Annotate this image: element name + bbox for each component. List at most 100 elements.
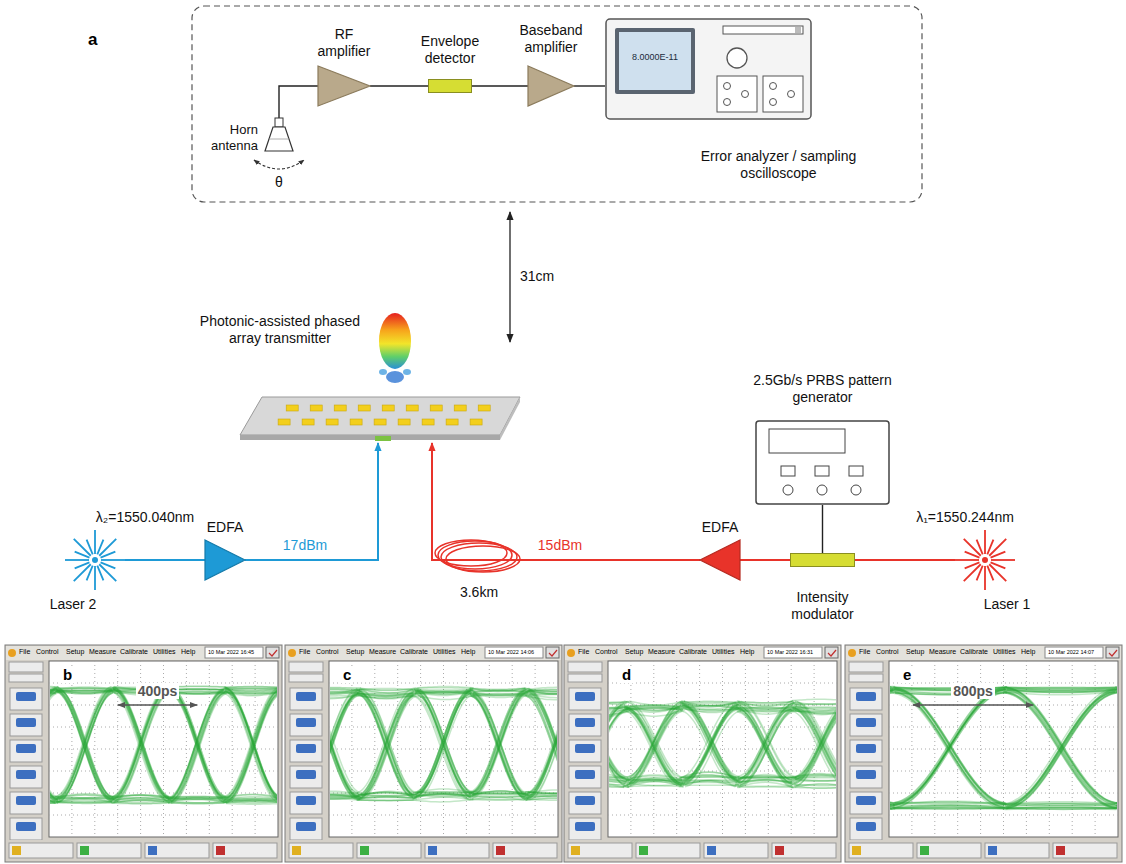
fiber-link bbox=[432, 443, 700, 560]
tool-button bbox=[850, 714, 882, 736]
menu-item: Setup bbox=[625, 648, 643, 656]
grid-line bbox=[608, 815, 837, 816]
tool-button bbox=[569, 792, 601, 814]
menu-item: File bbox=[859, 648, 870, 656]
node-label: Intensity modulator bbox=[773, 589, 873, 623]
tool-icon bbox=[575, 718, 595, 727]
tool-button bbox=[10, 766, 42, 788]
status-swatch bbox=[12, 846, 21, 855]
status-cell bbox=[213, 843, 277, 858]
tool-icon bbox=[575, 692, 595, 701]
eye-trace bbox=[890, 687, 1117, 808]
status-bar bbox=[565, 840, 840, 861]
status-cell bbox=[917, 843, 981, 858]
panel-letter: e bbox=[901, 666, 913, 683]
menu-item: Control bbox=[595, 648, 618, 656]
signal-wire bbox=[279, 86, 318, 118]
menu-item: File bbox=[19, 648, 30, 656]
fiber-link bbox=[855, 559, 955, 561]
timestamp: 10 Mar 2022 14:07 bbox=[1048, 649, 1094, 655]
eye-trace bbox=[330, 690, 557, 698]
eye-diagram bbox=[330, 686, 557, 801]
antenna-element bbox=[398, 419, 410, 425]
status-swatch bbox=[988, 846, 997, 855]
component-box bbox=[791, 554, 855, 567]
check-mark bbox=[549, 650, 557, 656]
grid-line bbox=[512, 661, 513, 837]
node-label: EDFA bbox=[695, 519, 745, 536]
period-label: 400ps bbox=[136, 683, 180, 699]
amplifier-triangle bbox=[205, 540, 245, 580]
error-analyzer: Error analyzer / sampling oscilloscope bbox=[605, 18, 812, 120]
distance-arrow bbox=[509, 212, 510, 342]
signal-wire bbox=[574, 85, 605, 86]
grid-line bbox=[889, 727, 1118, 728]
eye-trace bbox=[609, 702, 836, 786]
eye-trace bbox=[330, 689, 557, 799]
eye-trace bbox=[890, 688, 1117, 808]
grid-line bbox=[329, 771, 558, 772]
antenna-element bbox=[302, 419, 314, 425]
scope-screenshot bbox=[779, 645, 1126, 862]
tool-icon bbox=[575, 744, 595, 753]
tool-button bbox=[290, 818, 322, 840]
node-label: Laser 2 bbox=[38, 596, 108, 613]
tool-icon bbox=[856, 718, 876, 727]
tool-button bbox=[569, 714, 601, 736]
power-label: 15dBm bbox=[538, 537, 582, 553]
rf-amplifier: RF amplifier bbox=[318, 66, 370, 106]
grid-line bbox=[329, 815, 558, 816]
eye-trace bbox=[890, 805, 1117, 809]
menu-item: Setup bbox=[66, 648, 84, 656]
menu-item: Utilities bbox=[153, 648, 176, 656]
status-swatch bbox=[428, 846, 437, 855]
grid-line bbox=[889, 705, 1118, 706]
panel-button bbox=[770, 83, 777, 90]
app-icon bbox=[288, 649, 296, 657]
receiver-enclosure bbox=[192, 6, 922, 202]
grid-line bbox=[608, 683, 837, 684]
node-label: λ₁=1550.244nm bbox=[900, 509, 1030, 526]
antenna-element bbox=[310, 405, 322, 411]
eye-trace bbox=[50, 688, 277, 801]
node-icon bbox=[205, 540, 245, 580]
antenna-element bbox=[278, 419, 290, 425]
panel-letter: c bbox=[341, 666, 353, 683]
menu-item: Control bbox=[876, 648, 899, 656]
eye-trace bbox=[330, 690, 557, 800]
panel-letter: d bbox=[620, 666, 633, 683]
tool-button bbox=[10, 740, 42, 762]
menu-item: Control bbox=[316, 648, 339, 656]
eye-trace bbox=[890, 689, 1117, 808]
menu-bar bbox=[846, 646, 1121, 660]
laser-ray bbox=[984, 566, 986, 590]
mode-button bbox=[9, 662, 43, 672]
timestamp: 10 Mar 2022 14:06 bbox=[488, 649, 534, 655]
window-button bbox=[546, 647, 559, 658]
phased-array-transmitter: Photonic-assisted phased array transmitt… bbox=[240, 395, 520, 443]
intensity-modulator: Intensity modulator bbox=[790, 553, 855, 567]
menu-item: Help bbox=[181, 648, 195, 656]
tool-icon bbox=[296, 770, 316, 779]
status-cell bbox=[636, 843, 700, 858]
node-icon bbox=[264, 118, 294, 152]
tool-button bbox=[290, 740, 322, 762]
screen-display bbox=[619, 32, 691, 90]
menu-bar bbox=[6, 646, 281, 660]
menu-item: Calibrate bbox=[679, 648, 707, 656]
waveguide-feed bbox=[275, 118, 283, 127]
edfa-amplifier: EDFA bbox=[205, 540, 245, 580]
grid-line bbox=[889, 771, 1118, 772]
tool-button bbox=[850, 792, 882, 814]
tool-icon bbox=[16, 718, 36, 727]
mode-button bbox=[568, 674, 602, 682]
board-front bbox=[240, 435, 500, 440]
eye-trace bbox=[609, 703, 836, 788]
instrument-display bbox=[769, 429, 845, 453]
tool-icon bbox=[296, 718, 316, 727]
period-label: 800ps bbox=[951, 683, 995, 699]
eye-trace bbox=[890, 687, 1117, 807]
eye-trace bbox=[609, 703, 836, 787]
eye-trace bbox=[890, 687, 1117, 809]
